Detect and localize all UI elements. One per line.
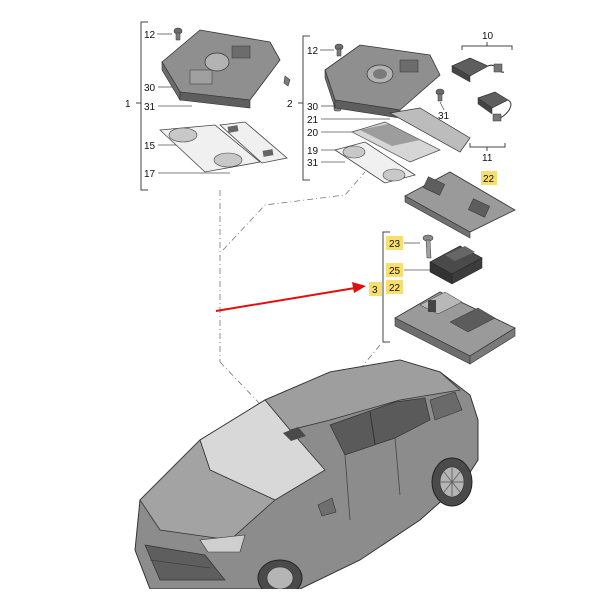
callout-25: 25	[389, 266, 401, 277]
group-10-11: 10 11	[451, 31, 513, 164]
callout-20: 20	[307, 128, 319, 139]
group-11-label: 11	[482, 153, 493, 164]
ceiling-console-icon	[161, 29, 281, 109]
screw-icon	[422, 234, 434, 259]
group-1-label: 1	[125, 99, 131, 110]
screw-icon	[435, 88, 445, 111]
highlight-arrow	[215, 282, 366, 312]
callout-22: 22	[389, 283, 401, 294]
callout-21: 21	[307, 115, 319, 126]
group-2-label: 2	[287, 99, 293, 110]
car-icon	[134, 359, 479, 594]
cover-panel-icon	[351, 121, 441, 163]
callout-31: 31	[144, 102, 156, 113]
sunroof-switch-icon	[451, 57, 505, 83]
group-2: 2 12 30 21 20 19 31	[287, 35, 471, 184]
callout-30: 30	[307, 102, 319, 113]
lamp-lens-icon	[334, 141, 416, 184]
callout-15: 15	[144, 141, 156, 152]
sunroof-switch-icon	[429, 245, 483, 285]
callout-12: 12	[307, 46, 319, 57]
group-10-label: 10	[482, 31, 494, 42]
callout-12: 12	[144, 30, 156, 41]
lamp-lens-icon	[219, 121, 288, 164]
callout-19: 19	[307, 146, 319, 157]
callout-31: 31	[307, 158, 319, 169]
group-1: 1 12 30 31 15 17	[125, 21, 291, 191]
screw-icon	[334, 43, 344, 57]
trim-strip-icon	[388, 107, 471, 153]
screw-icon	[283, 75, 291, 87]
screw-icon	[173, 27, 183, 41]
callout-22-top: 22	[483, 174, 495, 185]
callout-17: 17	[144, 169, 156, 180]
callout-23: 23	[389, 239, 401, 250]
switch-connector-icon	[477, 91, 512, 122]
callout-31-right: 31	[438, 111, 450, 122]
switch-panel-22: 22	[404, 171, 516, 239]
ceiling-console-icon	[324, 44, 441, 119]
group-3: 3 23 25 22	[369, 231, 516, 365]
lamp-lens-icon	[159, 124, 261, 173]
wheel-icon	[431, 457, 473, 507]
group-3-label: 3	[372, 285, 378, 296]
interior-light-module-icon	[394, 291, 516, 365]
callout-30: 30	[144, 83, 156, 94]
